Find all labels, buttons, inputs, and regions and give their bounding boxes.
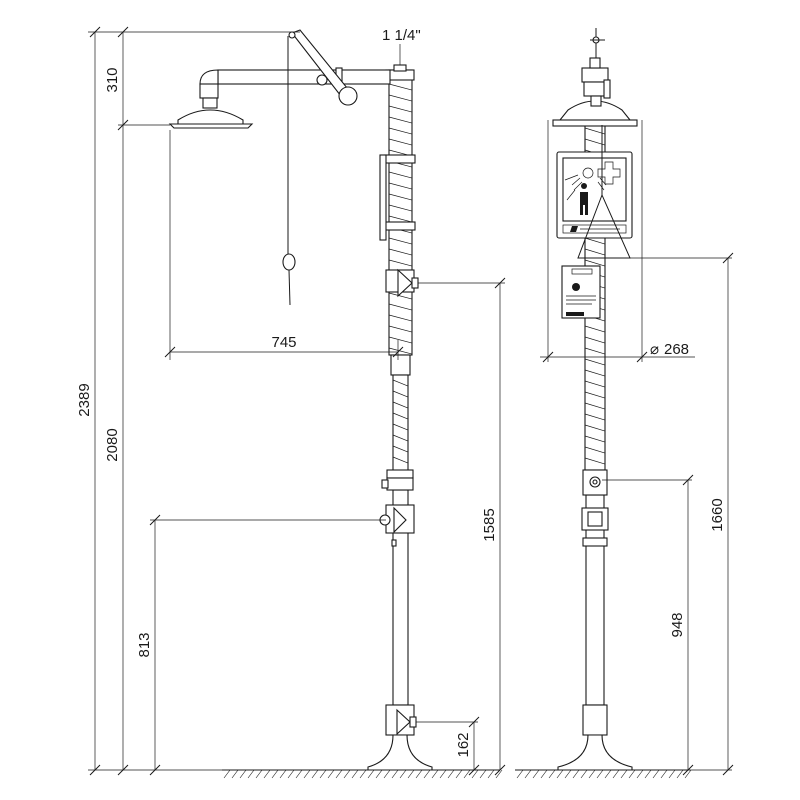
dim-shower-head-height: 2080: [104, 428, 121, 461]
front-base-flange: [557, 734, 633, 771]
ground-line-side: [222, 769, 503, 779]
dim-base-inlet-height: 162: [455, 732, 472, 757]
shower-head: [168, 97, 254, 129]
front-view: ⌀ 268 1660 948: [540, 28, 734, 776]
ground-line-front: [515, 769, 692, 779]
front-shower-head: [552, 100, 638, 127]
inspection-tag: [561, 265, 601, 319]
safety-sign: [556, 151, 633, 239]
vertical-pipe: [384, 69, 416, 736]
pull-triangle: [577, 125, 631, 259]
eyewash-valve: [379, 479, 407, 534]
pull-lever: [288, 29, 358, 106]
front-top-fittings: [581, 28, 611, 107]
dim-lines-front: [540, 120, 732, 771]
dim-eyewash-height: 813: [136, 632, 153, 657]
side-view: 1 1/4" 310 2389 2080 745 1585 813 162: [76, 26, 506, 776]
diameter-symbol: ⌀: [650, 341, 659, 358]
dim-head-diameter: 268: [664, 341, 689, 358]
dim-ticks-side: [89, 26, 506, 776]
sign-plate-edge: [379, 154, 387, 241]
first-aid-cross-icon: [597, 161, 621, 185]
dim-texts-front: ⌀ 268 1660 948: [650, 341, 726, 638]
dim-texts-side: 1 1/4" 310 2389 2080 745 1585 813 162: [76, 27, 498, 758]
pull-rod: [282, 36, 296, 306]
shower-arm: [199, 67, 391, 99]
shower-sign-icon: [564, 167, 607, 215]
dim-valve-height: 948: [669, 612, 686, 637]
dim-reach: 745: [271, 334, 296, 351]
top-cap: [393, 64, 407, 72]
dim-arm-offset: 310: [104, 67, 121, 92]
dim-lines-side: [88, 31, 505, 771]
dim-hand-valve-height: 1585: [481, 508, 498, 541]
base-flange: [367, 734, 433, 771]
dim-ticks-front: [542, 252, 734, 776]
dim-pipe-size: 1 1/4": [382, 27, 421, 44]
dim-pull-triangle-height: 1660: [709, 498, 726, 531]
dim-total-height: 2389: [76, 383, 93, 416]
